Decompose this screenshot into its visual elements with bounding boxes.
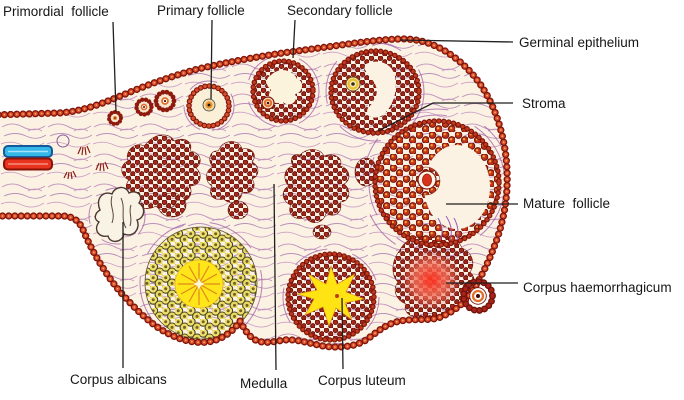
primary-follicle-leader bbox=[210, 19, 213, 100]
stroma-label: Stroma bbox=[522, 96, 566, 111]
medulla-label: Medulla bbox=[240, 376, 288, 391]
corpus-haemorrhagicum-label: Corpus haemorrhagicum bbox=[523, 280, 672, 295]
germinal-epithelium-leader bbox=[399, 39, 514, 43]
secondary-follicle-leader bbox=[292, 19, 296, 59]
secondary-follicle-label: Secondary follicle bbox=[287, 3, 393, 18]
secondary-follicle-shape bbox=[250, 58, 316, 124]
corpus-luteum-leader bbox=[341, 297, 344, 370]
primary-follicle-label: Primary follicle bbox=[157, 3, 245, 18]
primordial-follicle-shape bbox=[107, 89, 177, 126]
ovulated-ovum-shape bbox=[460, 278, 496, 314]
labels: Primordial follicle Primary follicle Sec… bbox=[3, 3, 672, 391]
luteal-cell-body bbox=[144, 226, 258, 340]
primordial-follicle-label: Primordial follicle bbox=[3, 4, 109, 19]
primordial-follicle-leader bbox=[112, 21, 117, 113]
antral-follicle-shape bbox=[328, 48, 422, 136]
mature-follicle-shape bbox=[372, 118, 502, 248]
hilum-vessels bbox=[3, 145, 53, 171]
medulla-vessel-masses bbox=[121, 134, 378, 240]
corpus-luteum-shape bbox=[285, 251, 377, 343]
corpus-haemorrhagicum-shape bbox=[392, 236, 476, 322]
corpus-albicans-shape bbox=[94, 186, 145, 243]
medulla-leader bbox=[273, 183, 277, 371]
stroma-leader bbox=[377, 102, 513, 132]
leader-lines bbox=[112, 19, 518, 371]
hilum-comb-marks bbox=[56, 134, 109, 180]
corpus-luteum-label: Corpus luteum bbox=[318, 373, 406, 388]
corpus-albicans-label: Corpus albicans bbox=[70, 372, 167, 387]
primary-follicle-shape bbox=[186, 83, 232, 129]
germinal-epithelium-label: Germinal epithelium bbox=[519, 35, 639, 50]
mature-follicle-label: Mature follicle bbox=[523, 196, 610, 211]
